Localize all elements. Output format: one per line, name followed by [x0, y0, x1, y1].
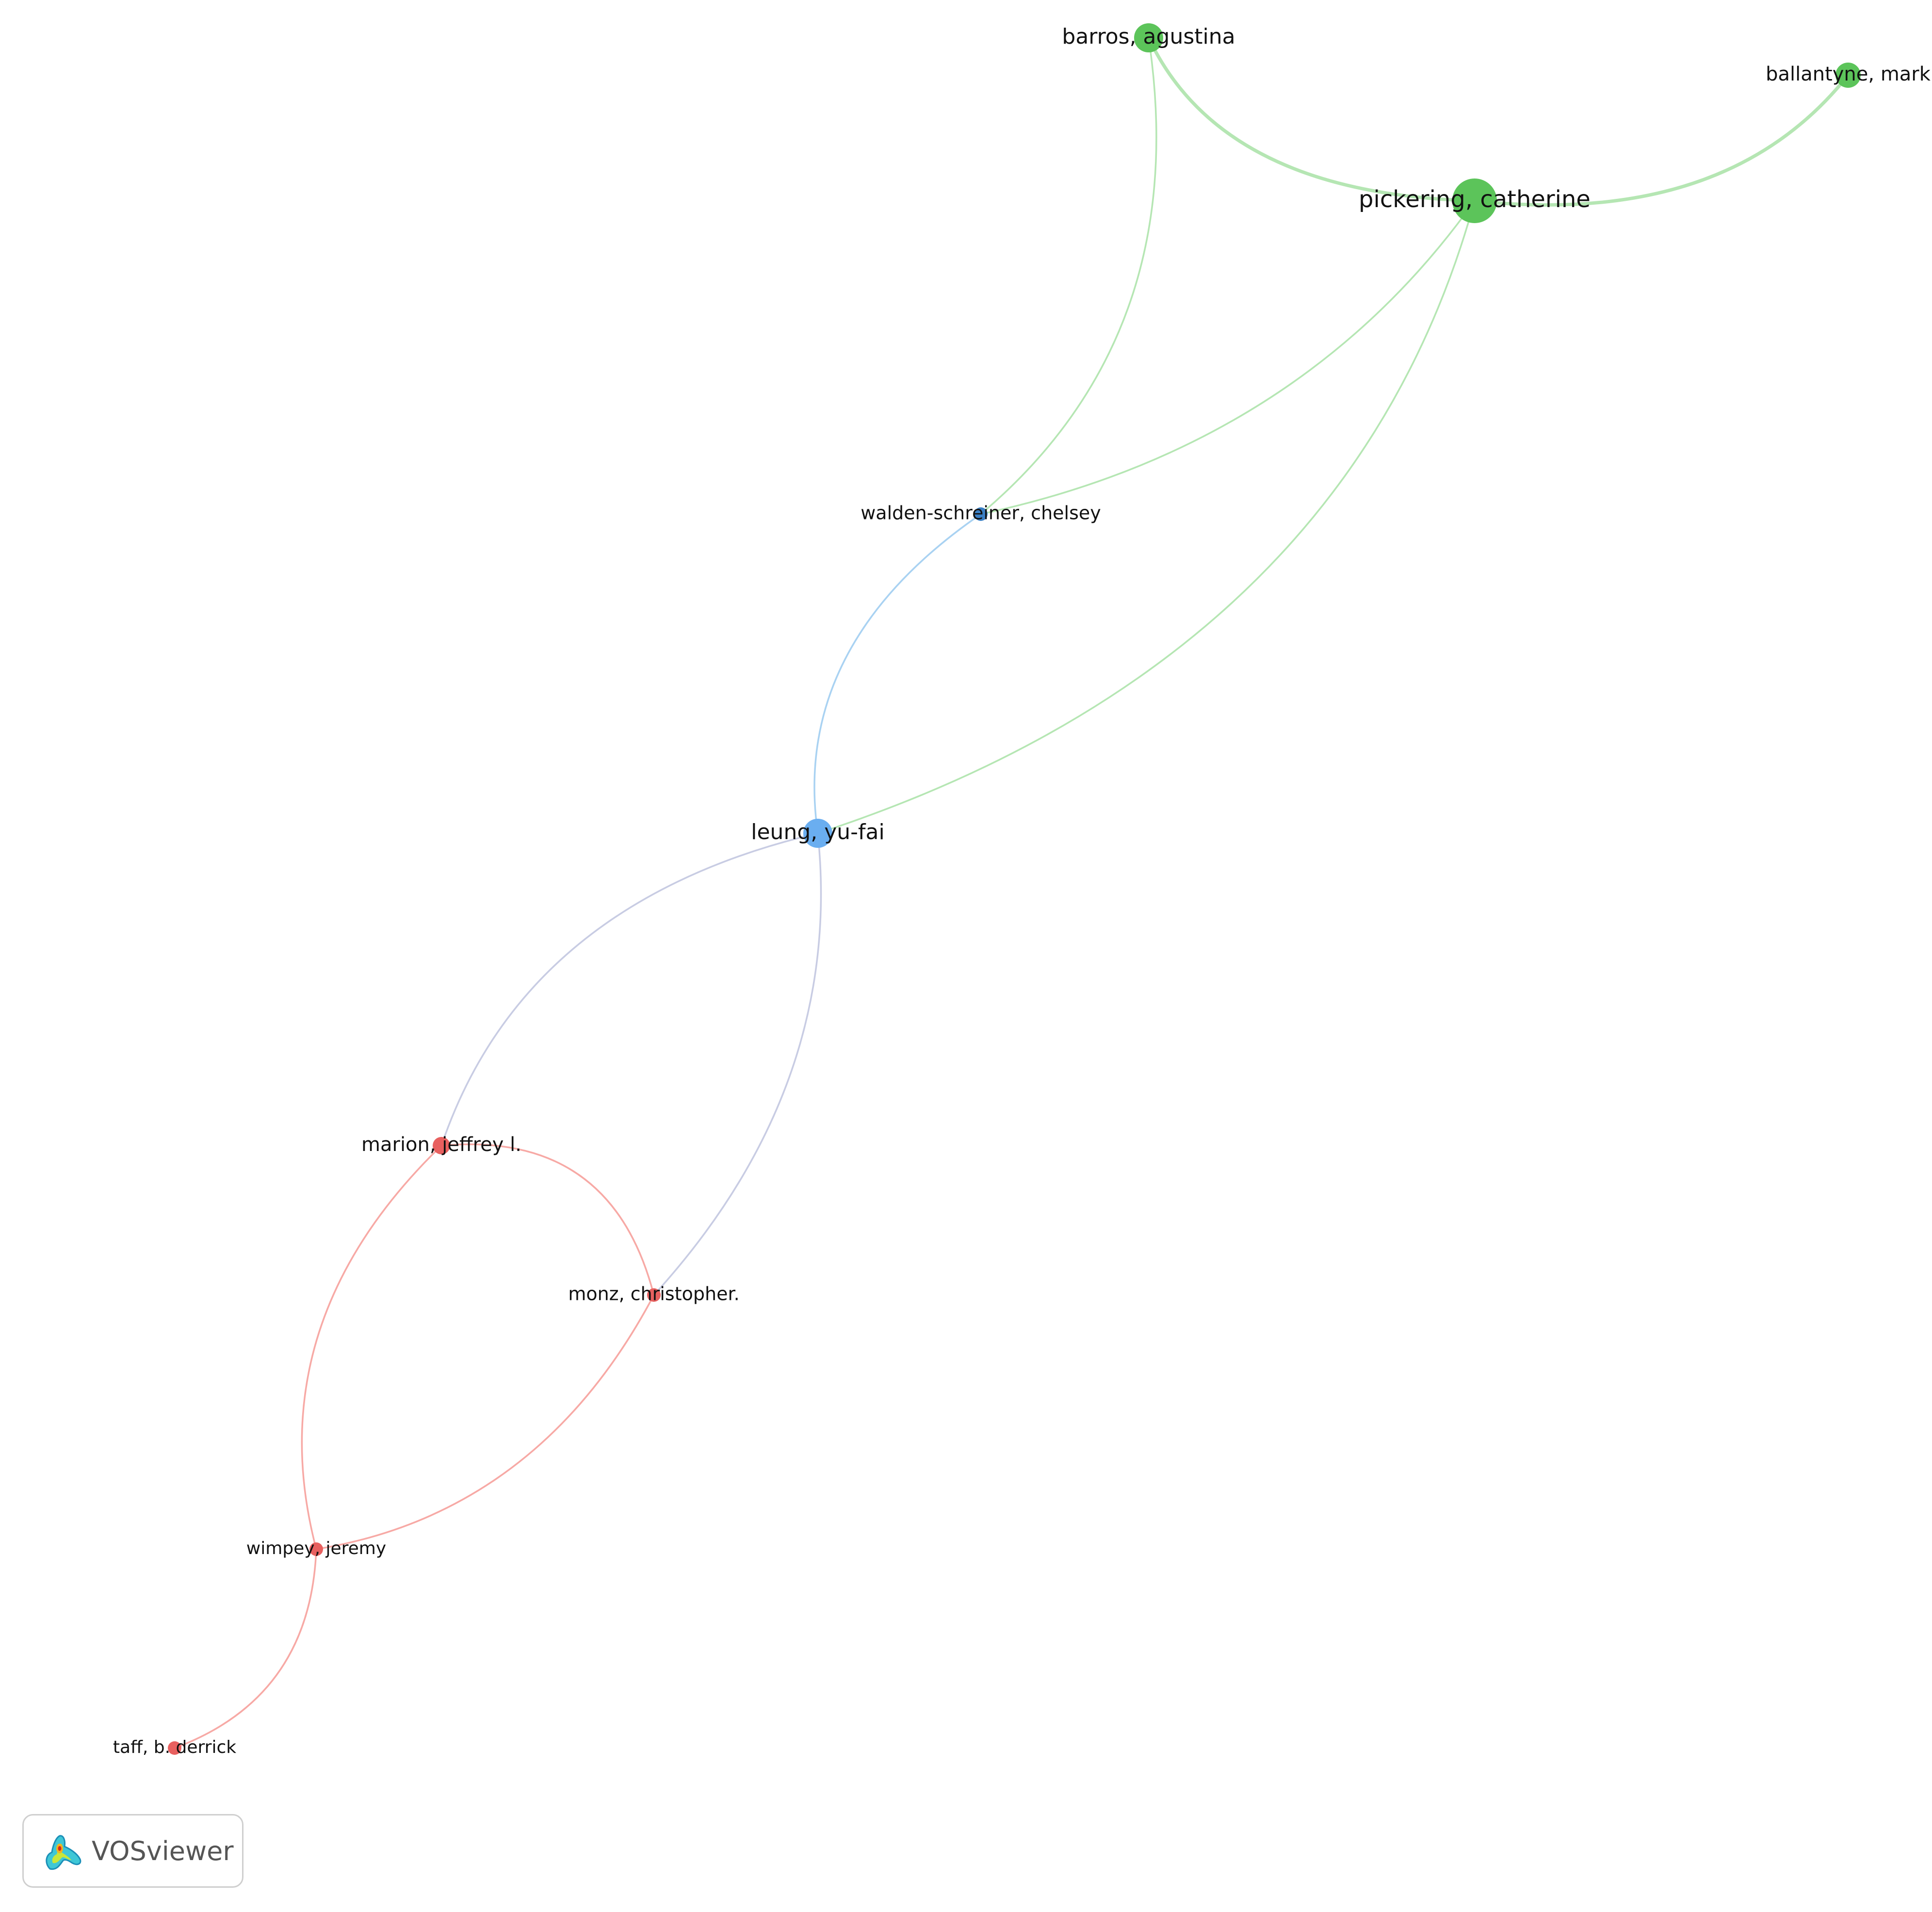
link-monz-wimpey[interactable] — [315, 1294, 655, 1550]
node-taff[interactable] — [168, 1741, 181, 1755]
link-walden-leung[interactable] — [813, 513, 982, 834]
link-marion-monz[interactable] — [440, 1143, 655, 1296]
node-ballantyne[interactable] — [1835, 63, 1861, 88]
link-pickering-leung[interactable] — [817, 200, 1476, 834]
node-label-wimpey[interactable]: wimpey, jeremy — [246, 1539, 386, 1558]
node-pickering[interactable] — [1452, 178, 1497, 223]
node-label-marion[interactable]: marion, jeffrey l. — [361, 1134, 521, 1156]
node-label-monz[interactable]: monz, christopher. — [568, 1283, 739, 1305]
vosviewer-logo-icon — [46, 1835, 81, 1870]
node-label-pickering[interactable]: pickering, catherine — [1359, 186, 1591, 213]
link-barros-pickering[interactable] — [1147, 36, 1477, 203]
node-label-ballantyne[interactable]: ballantyne, mark — [1766, 63, 1931, 85]
logo-text: VOSviewer — [92, 1835, 234, 1866]
node-marion[interactable] — [433, 1137, 450, 1154]
node-label-barros[interactable]: barros, agustina — [1062, 24, 1235, 49]
link-pickering-ballantyne[interactable] — [1473, 73, 1850, 207]
node-barros[interactable] — [1134, 23, 1163, 52]
vosviewer-logo-badge: VOSviewer — [22, 1814, 244, 1888]
node-monz[interactable] — [647, 1288, 661, 1302]
labels-layer: pickering, catherine barros, agustina ball… — [113, 24, 1931, 1757]
nodes-layer — [168, 23, 1861, 1755]
link-pickering-walden[interactable] — [980, 200, 1476, 515]
link-leung-monz[interactable] — [653, 832, 822, 1296]
links-layer — [174, 36, 1850, 1749]
node-label-leung[interactable]: leung, yu-fai — [751, 820, 884, 844]
link-leung-marion[interactable] — [440, 832, 819, 1147]
node-wimpey[interactable] — [309, 1542, 323, 1556]
link-marion-wimpey[interactable] — [301, 1145, 442, 1550]
node-label-taff[interactable]: taff, b. derrick — [113, 1737, 236, 1757]
link-wimpey-taff[interactable] — [174, 1548, 317, 1749]
node-leung[interactable] — [803, 819, 832, 848]
node-label-walden[interactable]: walden-schreiner, chelsey — [860, 502, 1101, 524]
node-walden[interactable] — [974, 507, 988, 521]
link-barros-walden[interactable] — [980, 37, 1157, 515]
